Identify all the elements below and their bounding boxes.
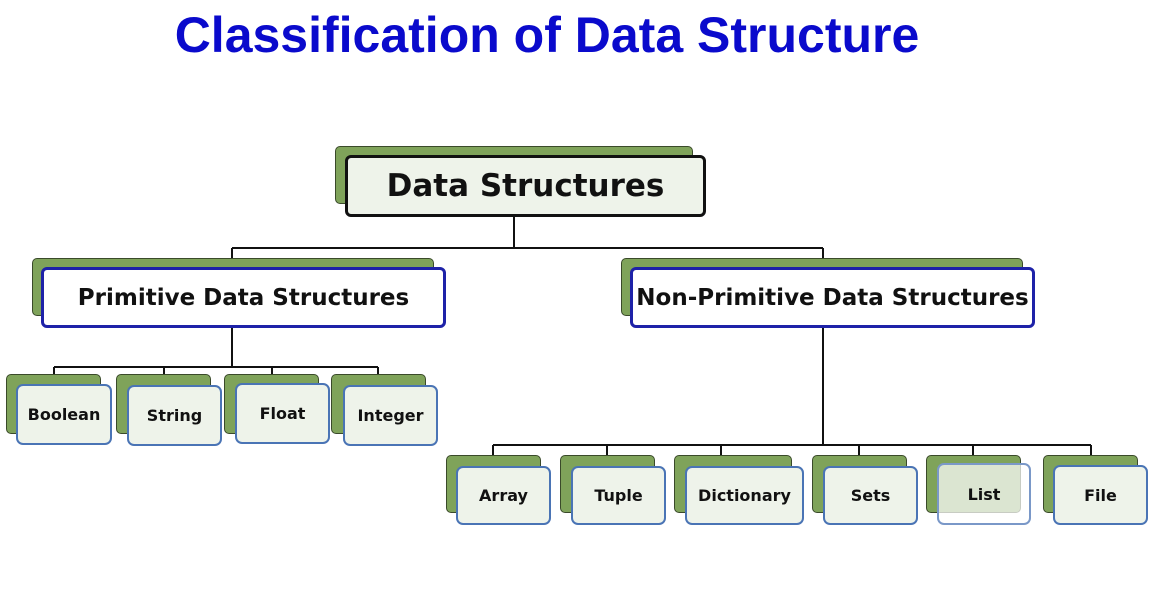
- leaf-float: Float: [224, 374, 332, 448]
- leaf-file: File: [1043, 455, 1151, 527]
- leaf-label: Integer: [343, 385, 438, 446]
- leaf-label: String: [127, 385, 222, 446]
- leaf-sets: Sets: [812, 455, 920, 527]
- leaf-label: Dictionary: [685, 466, 804, 525]
- leaf-integer: Integer: [331, 374, 439, 448]
- leaf-list: List: [926, 455, 1034, 527]
- page-title: Classification of Data Structure: [174, 7, 920, 63]
- leaf-dictionary: Dictionary: [674, 455, 808, 527]
- leaf-tuple: Tuple: [560, 455, 668, 527]
- node-data-structures: Data Structures: [335, 146, 707, 218]
- leaf-label: Boolean: [16, 384, 112, 445]
- leaf-label: Sets: [823, 466, 918, 525]
- node-label: Non-Primitive Data Structures: [630, 267, 1035, 328]
- leaf-boolean: Boolean: [6, 374, 114, 448]
- node-primitive: Primitive Data Structures: [32, 258, 448, 330]
- leaf-label: Tuple: [571, 466, 666, 525]
- leaf-label: Array: [456, 466, 551, 525]
- leaf-label: Float: [235, 383, 330, 444]
- leaf-array: Array: [446, 455, 554, 527]
- leaf-string: String: [116, 374, 224, 448]
- node-non-primitive: Non-Primitive Data Structures: [621, 258, 1037, 330]
- leaf-label: List: [937, 463, 1031, 525]
- node-label: Data Structures: [345, 155, 706, 217]
- leaf-label: File: [1053, 465, 1148, 525]
- node-label: Primitive Data Structures: [41, 267, 446, 328]
